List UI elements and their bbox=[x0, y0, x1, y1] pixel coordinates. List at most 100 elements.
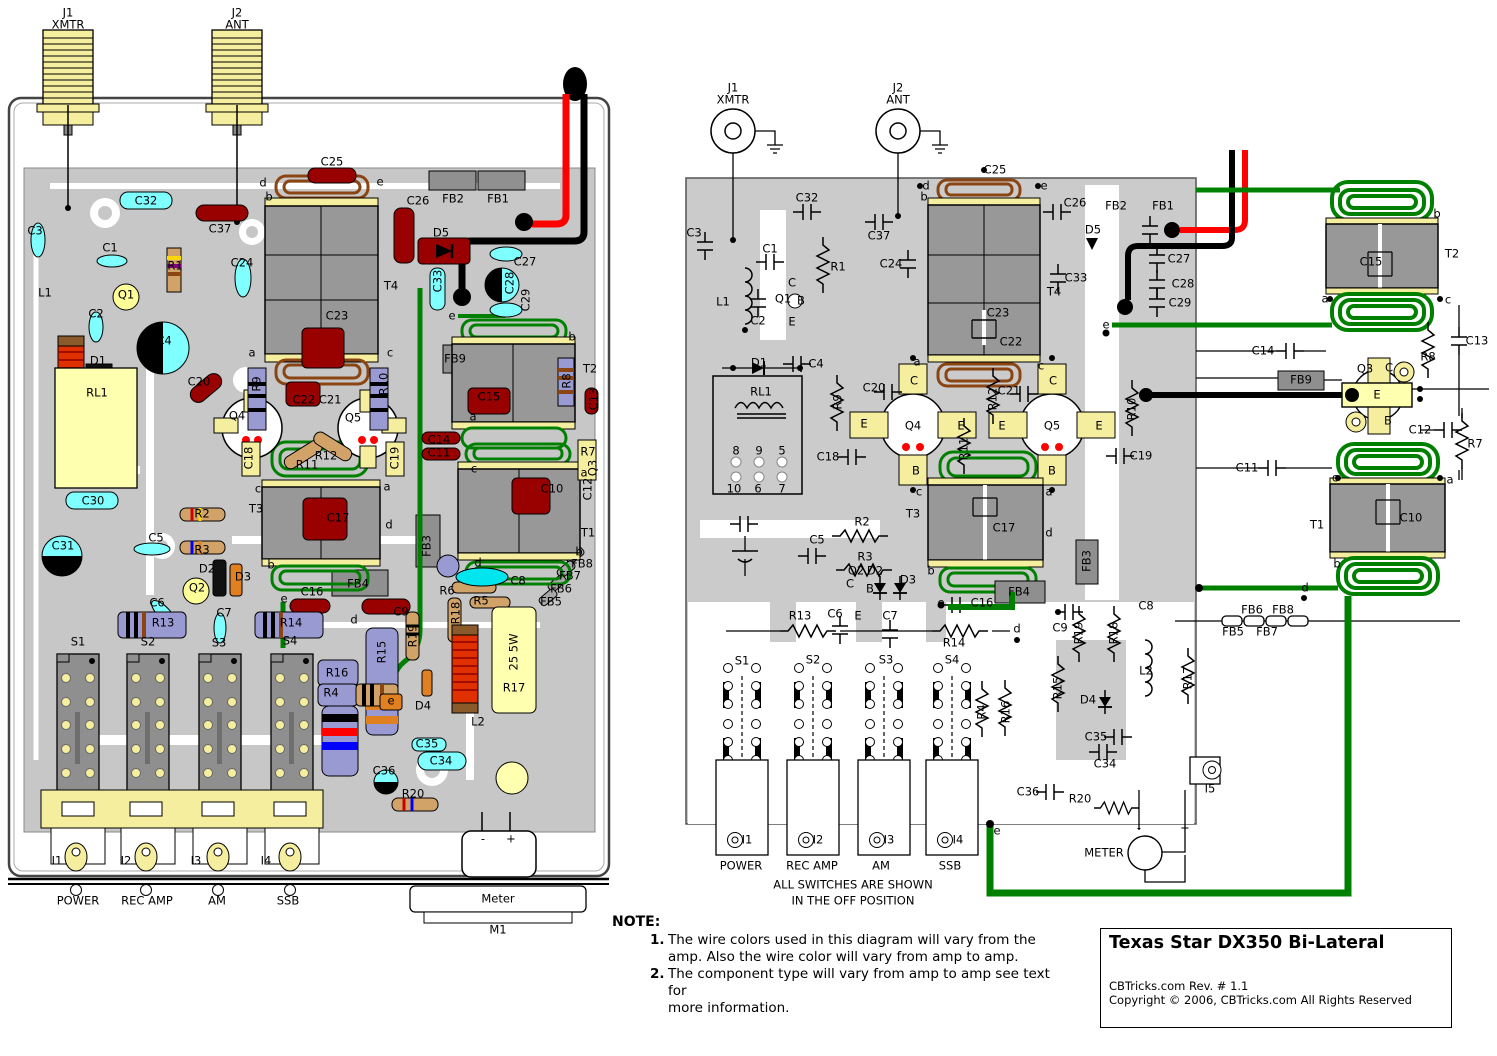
label-fb9: FB9 bbox=[444, 351, 466, 366]
label-c2: C2 bbox=[750, 313, 766, 328]
label--: + bbox=[506, 831, 516, 846]
label-rl1: RL1 bbox=[86, 385, 108, 400]
label-xmtr: XMTR bbox=[51, 17, 85, 32]
label-c17: C17 bbox=[326, 510, 350, 525]
label-d4: D4 bbox=[1079, 692, 1097, 707]
label-r4: R4 bbox=[974, 704, 989, 720]
label-s2: S2 bbox=[140, 634, 156, 649]
label-r15: R15 bbox=[1050, 676, 1065, 700]
meter-symbol bbox=[1127, 790, 1186, 883]
label-c1: C1 bbox=[762, 241, 778, 256]
label-b: b bbox=[920, 189, 928, 204]
junction-dots bbox=[730, 167, 1443, 643]
label-r1: R1 bbox=[830, 259, 846, 274]
label-c: C bbox=[909, 373, 919, 388]
label-a: a bbox=[248, 345, 256, 360]
label-r1: R1 bbox=[167, 258, 183, 273]
label-c: c bbox=[470, 461, 478, 476]
label-c25: C25 bbox=[320, 154, 344, 169]
label-c19: C19 bbox=[1129, 448, 1153, 463]
label-c: c bbox=[1444, 292, 1452, 307]
label-a: a bbox=[1045, 484, 1053, 499]
label-c: c bbox=[254, 481, 262, 496]
label-c: C bbox=[1048, 373, 1058, 388]
label-e: e bbox=[937, 595, 945, 610]
label-e: e bbox=[993, 823, 1001, 838]
label-c27: C27 bbox=[513, 254, 537, 269]
label-ant: ANT bbox=[225, 17, 249, 32]
label-c: C bbox=[787, 275, 797, 290]
label-c36: C36 bbox=[1016, 784, 1040, 799]
label-c5: C5 bbox=[809, 532, 825, 547]
label-c3: C3 bbox=[27, 223, 43, 238]
label-d2: D2 bbox=[198, 561, 216, 576]
label-r2: R2 bbox=[854, 514, 870, 529]
label-m1: M1 bbox=[489, 922, 507, 937]
label-d2: D2 bbox=[866, 563, 884, 578]
label-c22: C22 bbox=[999, 334, 1023, 349]
label-s4: S4 bbox=[944, 652, 960, 667]
label-c12: C12 bbox=[1408, 422, 1432, 437]
label-c31: C31 bbox=[51, 538, 75, 553]
transformer-t4-symbol bbox=[927, 178, 1041, 388]
label-a: a bbox=[580, 465, 588, 480]
label-r4: R4 bbox=[323, 685, 339, 700]
label-c6: C6 bbox=[149, 595, 165, 610]
label-fb4: FB4 bbox=[1008, 584, 1030, 599]
label-t2: T2 bbox=[1444, 246, 1460, 261]
label-i5: I5 bbox=[1204, 781, 1216, 796]
label-fb5: FB5 bbox=[1222, 624, 1244, 639]
label-7: 7 bbox=[778, 481, 786, 496]
label-c: c bbox=[915, 484, 923, 499]
label-c26: C26 bbox=[406, 193, 430, 208]
label-c36: C36 bbox=[372, 763, 396, 778]
label-r3: R3 bbox=[857, 549, 873, 564]
meter-assembly-left bbox=[409, 812, 587, 924]
drawing-copyright: Copyright © 2006, CBTricks.com All Right… bbox=[1109, 993, 1412, 1007]
relay-rl1 bbox=[54, 367, 138, 489]
label-a: a bbox=[1446, 472, 1454, 487]
label-c8: C8 bbox=[1138, 598, 1154, 613]
label-e: e bbox=[1040, 178, 1048, 193]
right-board bbox=[685, 108, 1489, 897]
label-c9: C9 bbox=[1052, 620, 1068, 635]
label-fb4: FB4 bbox=[347, 576, 369, 591]
label-c21: C21 bbox=[997, 383, 1021, 398]
label-rec-amp: REC AMP bbox=[786, 858, 838, 873]
label-c37: C37 bbox=[208, 221, 232, 236]
label-r20: R20 bbox=[401, 786, 425, 801]
label-r7: R7 bbox=[580, 444, 596, 459]
label-c16: C16 bbox=[970, 595, 994, 610]
label-fb6: FB6 bbox=[1241, 602, 1263, 617]
label-r8: R8 bbox=[1420, 349, 1436, 364]
label-c23: C23 bbox=[325, 308, 349, 323]
label-q1: Q1 bbox=[774, 291, 792, 306]
label-q1: Q1 bbox=[117, 287, 135, 302]
label-c10: C10 bbox=[540, 481, 564, 496]
label-10: 10 bbox=[726, 481, 742, 496]
transformer-t2 bbox=[451, 318, 576, 450]
fb1-bead bbox=[477, 170, 526, 191]
label-fb7: FB7 bbox=[559, 568, 581, 583]
label-ant: ANT bbox=[886, 92, 910, 107]
label-c5: C5 bbox=[148, 530, 164, 545]
label-q4: Q4 bbox=[228, 408, 246, 423]
label-e: E bbox=[998, 418, 1006, 433]
label-q4: Q4 bbox=[904, 418, 922, 433]
label-c10: C10 bbox=[1399, 510, 1423, 525]
label-d: d bbox=[1045, 525, 1053, 540]
label-am: AM bbox=[872, 858, 890, 873]
label-c24: C24 bbox=[230, 255, 254, 270]
label--: - bbox=[480, 831, 486, 846]
label-b: b bbox=[1333, 556, 1341, 571]
label-c: c bbox=[386, 345, 394, 360]
label-s1: S1 bbox=[70, 634, 86, 649]
label-r12: R12 bbox=[314, 448, 338, 463]
label-i1: I1 bbox=[741, 832, 753, 847]
label-r16: R16 bbox=[998, 700, 1013, 724]
label-c13: C13 bbox=[1465, 333, 1489, 348]
lavender-resistors bbox=[117, 611, 403, 777]
label-c4: C4 bbox=[156, 333, 172, 348]
label-t2: T2 bbox=[582, 361, 598, 376]
